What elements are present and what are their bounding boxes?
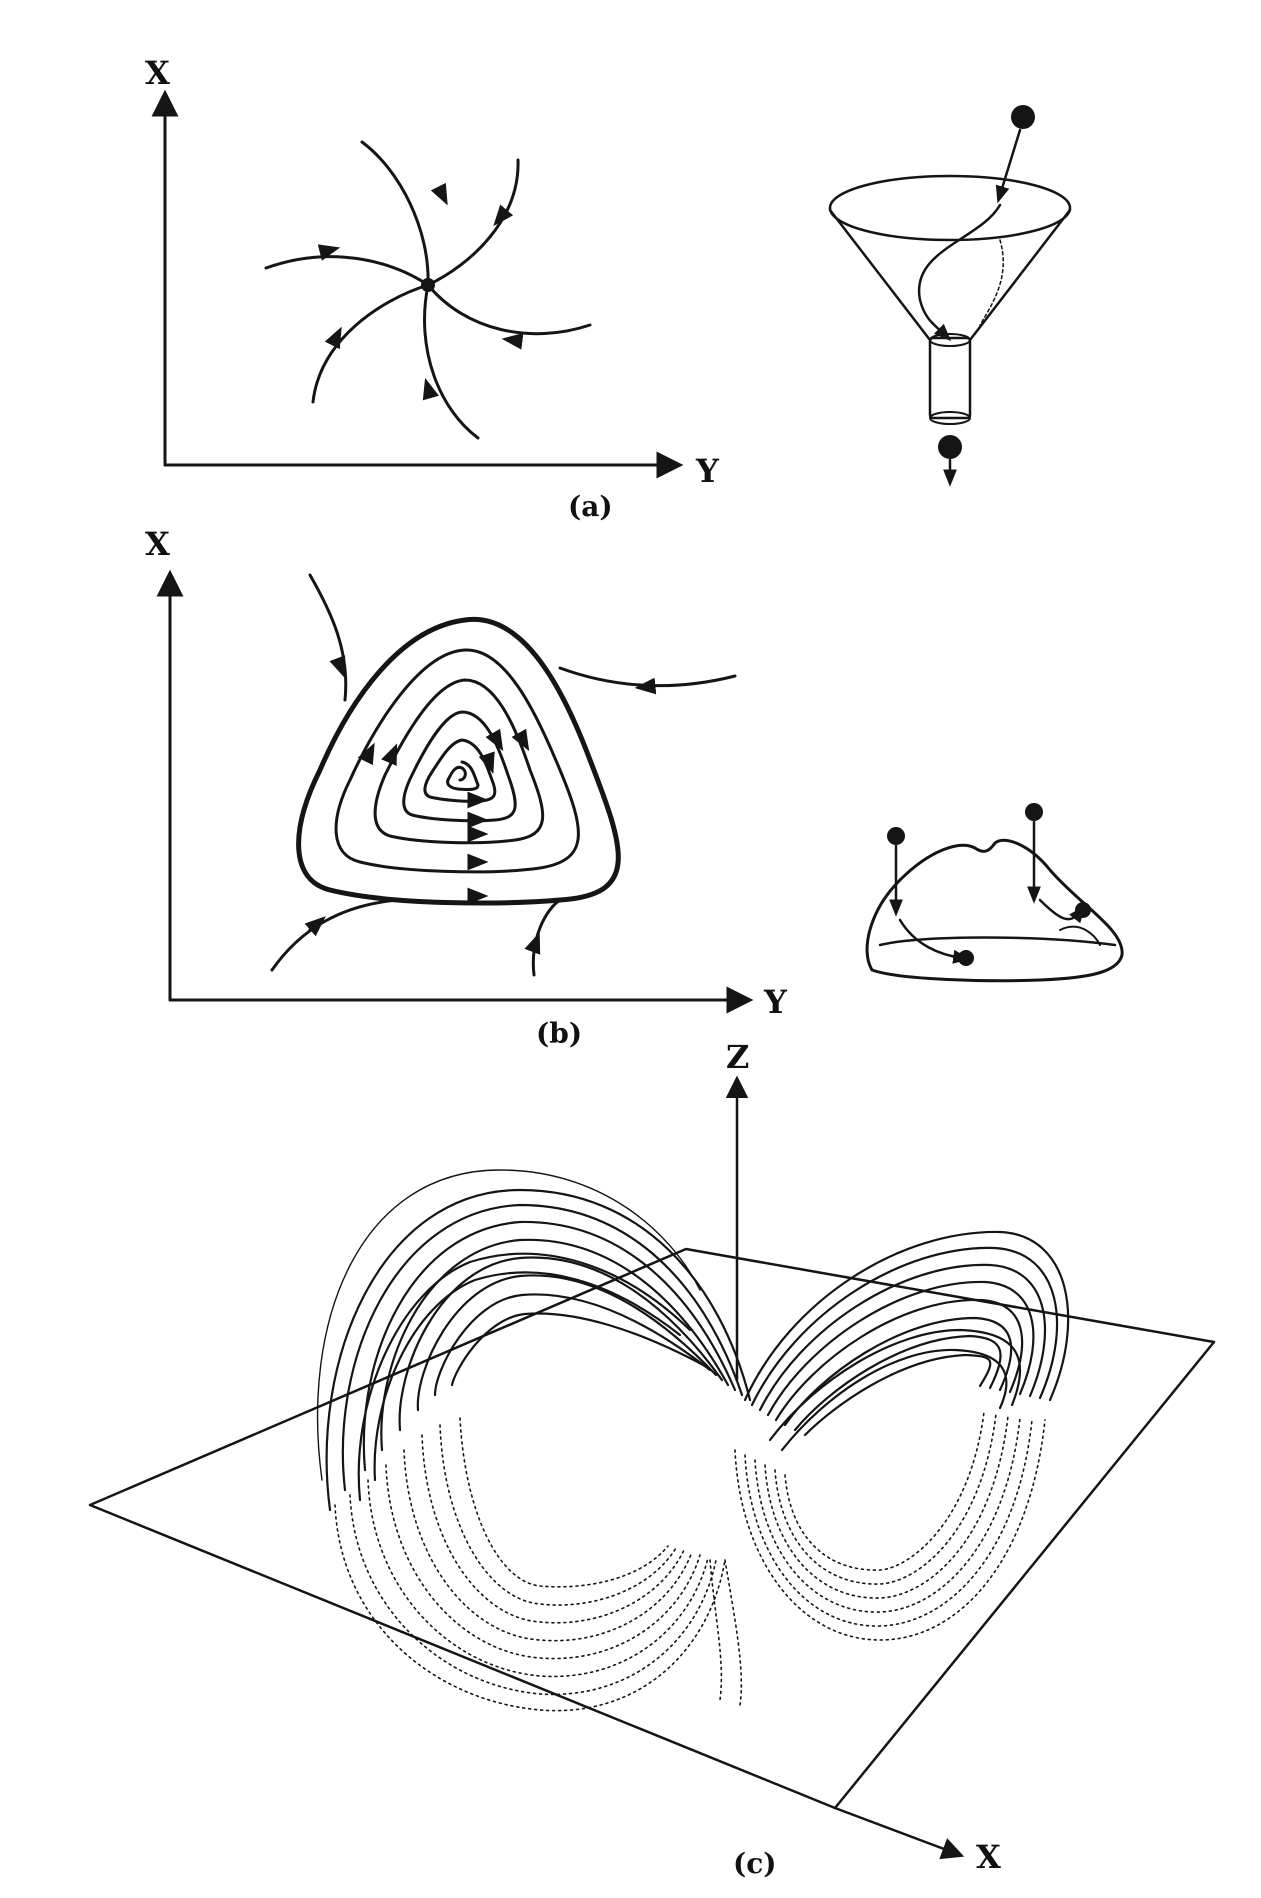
panel-c-x-axis-label: X (976, 1838, 1001, 1876)
panel-a-y-axis-label: Y (695, 452, 720, 490)
panel-c-z-axis-label: Z (726, 1038, 749, 1076)
ball-bottom-icon (958, 950, 974, 966)
panel-b: X Y (145, 525, 1124, 1050)
xy-plane (88, 1247, 1216, 1810)
limit-cycle (296, 616, 621, 906)
panel-a-x-axis-label: X (145, 54, 170, 92)
lorenz-attractor-lower (334, 1411, 1046, 1712)
panel-a-axes (151, 89, 684, 479)
stable-node-trajectories (264, 140, 592, 440)
lorenz-attractor-upper (316, 1169, 1070, 1512)
panel-a: X Y (145, 54, 1072, 523)
ball-right-icon (1025, 803, 1043, 821)
panel-c: Z X (88, 1038, 1216, 1880)
ball-exit-icon (938, 435, 962, 459)
panel-b-y-axis-label: Y (763, 983, 788, 1021)
ball-left-icon (887, 827, 905, 845)
outer-approaching-trajectories (270, 573, 737, 977)
funnel-illustration (828, 105, 1072, 487)
panel-b-x-axis-label: X (145, 525, 170, 563)
bowl-illustration (865, 803, 1124, 983)
inner-spiral-trajectories (334, 648, 580, 905)
panel-b-caption: (b) (536, 1017, 582, 1050)
panel-a-caption: (a) (568, 490, 613, 523)
panel-c-axes (725, 1075, 965, 1860)
ball-icon (1011, 105, 1035, 129)
ball-rim-icon (1075, 902, 1091, 918)
panel-b-axes (156, 569, 754, 1014)
panel-c-caption: (c) (733, 1847, 777, 1880)
stable-node-point (421, 278, 435, 292)
